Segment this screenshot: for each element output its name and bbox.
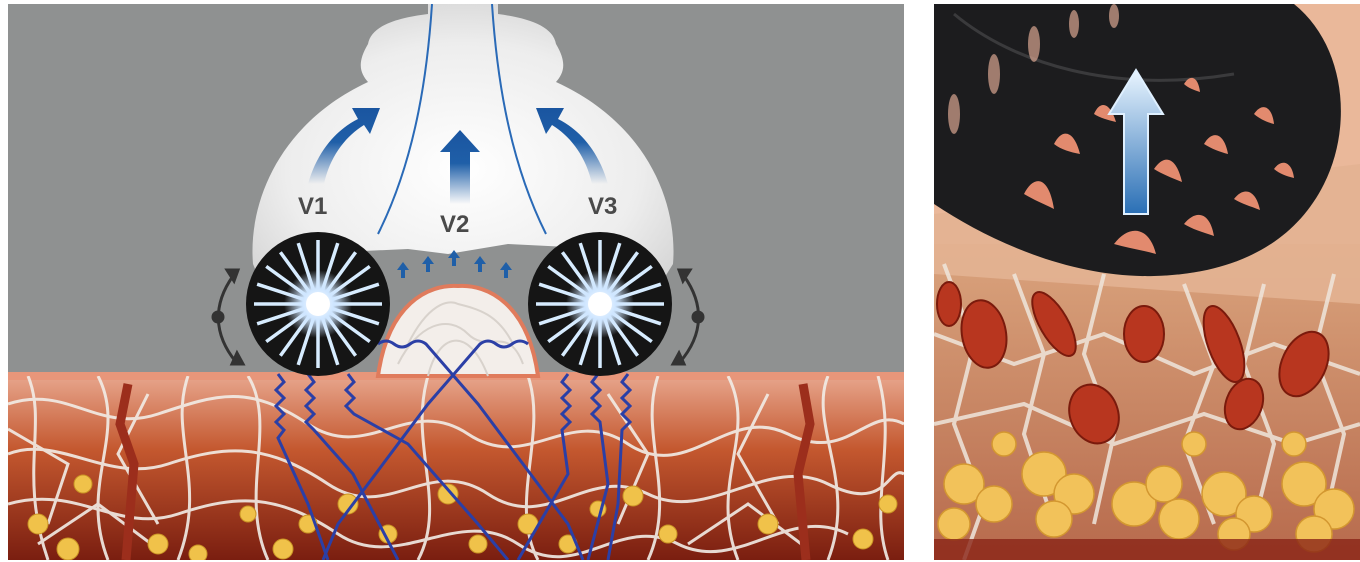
skin-tissue (8, 372, 904, 560)
cross-section-diagram: V1 V2 V3 (8, 4, 904, 560)
diagram-right-panel (934, 4, 1360, 560)
roller-closeup-illustration (934, 4, 1360, 560)
label-v1: V1 (298, 193, 327, 220)
diagram-left-panel: V1 V2 V3 (8, 4, 904, 560)
label-v3: V3 (588, 193, 617, 220)
roller-left (246, 232, 390, 376)
label-v2: V2 (440, 211, 469, 238)
roller-right (528, 232, 672, 376)
